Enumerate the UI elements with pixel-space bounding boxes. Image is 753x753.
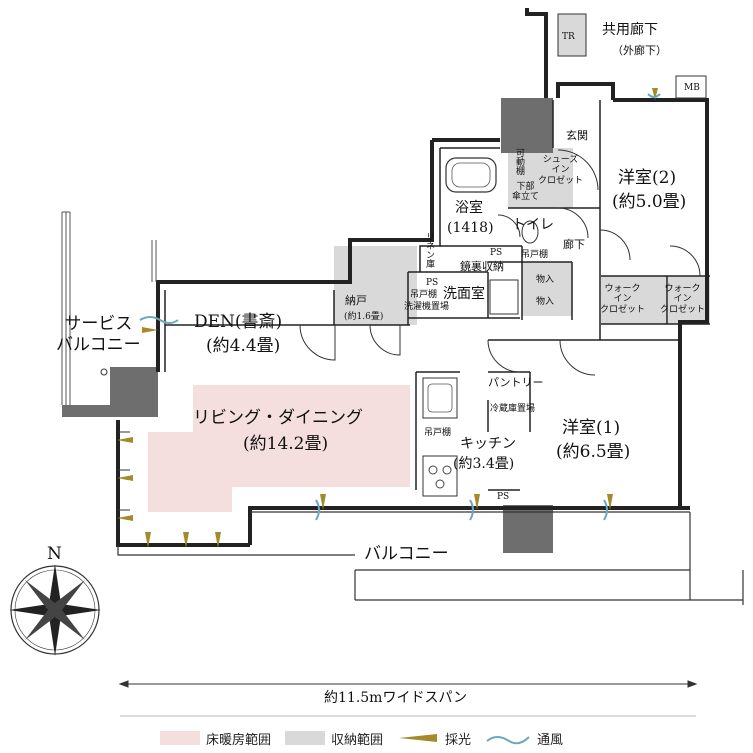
linen-label: リネン庫 <box>424 232 434 268</box>
entrance-label: 玄関 <box>566 129 588 142</box>
western1-label: 洋室(1) <box>562 418 621 438</box>
legend-daylight: 採光 <box>397 729 471 748</box>
ventilation-legend-text: 通風 <box>537 732 564 748</box>
walkin1-label: ウォーク イン クロゼット <box>600 284 646 315</box>
mb-label: MB <box>684 83 700 93</box>
western2-label: 洋室(2) <box>618 168 677 188</box>
den-label: DEN(書斎) <box>194 312 283 332</box>
kitchen-stove <box>422 455 458 497</box>
walkin2-label: ウォーク イン クロゼット <box>660 284 706 315</box>
tr-label: TR <box>562 32 575 42</box>
toilet-label: トイレ <box>512 217 554 233</box>
inner-corridor-label: 廊下 <box>563 238 585 251</box>
kitchen-label: キッチン <box>460 436 516 452</box>
bath-label: 浴室 <box>455 200 483 216</box>
service-balcony-label: サービス バルコニー <box>56 314 141 356</box>
service-balcony-railing <box>61 211 157 405</box>
compass-north-label: N <box>47 544 62 564</box>
shoe-closet-label: シューズ イン クロゼット <box>538 155 584 186</box>
main-balcony <box>117 511 744 605</box>
bath-size-label: (1418) <box>447 220 494 236</box>
storage-areas <box>334 14 710 325</box>
mirror-storage-label: 鏡裏収納 <box>460 260 504 273</box>
floor-heating-swatch <box>160 731 200 745</box>
corridor-label: 共用廊下 <box>602 22 658 38</box>
living-label: リビング・ダイニング <box>193 408 363 428</box>
inner-walls <box>164 100 710 491</box>
laundry-shelf-label: 吊戸棚 <box>410 290 438 300</box>
closet-label: 納戸 <box>345 294 367 307</box>
storage-swatch <box>285 731 326 745</box>
corridor-sub-label: （外廊下） <box>612 44 667 57</box>
ps-label: PS <box>426 278 439 288</box>
legend-floor-heating: 床暖房範囲 <box>160 729 271 748</box>
storage-b-label: 物入 <box>536 297 555 307</box>
storage-a-label: 物入 <box>536 275 555 285</box>
ps-small-label: PS <box>490 248 503 258</box>
daylight-icon <box>399 734 438 742</box>
floor-heating-area <box>148 385 410 512</box>
width-dimension <box>118 680 698 688</box>
ventilation-markers <box>139 93 661 521</box>
bathtub <box>445 157 497 193</box>
pillars <box>62 98 553 553</box>
floor-heating-legend-text: 床暖房範囲 <box>206 732 272 748</box>
kitchen-size-label: (約3.4畳) <box>453 456 515 472</box>
western1-size-label: (約6.5畳) <box>556 442 631 462</box>
compass-rose <box>9 564 101 656</box>
closet-size-label: (約1.6畳) <box>344 312 384 322</box>
ps2-label: PS <box>497 492 510 502</box>
storage-legend-text: 収納範囲 <box>331 732 384 748</box>
fridge-label: 冷蔵庫置場 <box>490 404 536 414</box>
western2-size-label: (約5.0畳) <box>612 192 687 212</box>
kitchen-sink <box>422 377 458 419</box>
umbrella-label: 下部 傘立て <box>512 182 540 203</box>
door-swings <box>299 149 701 376</box>
daylight-legend-text: 採光 <box>445 732 472 748</box>
legend-ventilation: 通風 <box>485 729 563 748</box>
width-caption: 約11.5mワイドスパン <box>324 690 468 706</box>
movable-shelf-label: 可動棚 <box>514 148 524 175</box>
legend: 床暖房範囲 収納範囲 採光 通風 <box>160 729 577 748</box>
laundry-label: 洗濯機置場 <box>404 302 450 312</box>
pantry-label: パントリー <box>488 376 544 389</box>
balcony-label: バルコニー <box>364 544 449 564</box>
kitchen-shelf-label: 吊戸棚 <box>424 428 452 438</box>
toilet-bowl <box>521 220 539 244</box>
hanging-shelf-label: 吊戸棚 <box>521 250 549 260</box>
living-windows <box>118 431 130 511</box>
living-size-label: (約14.2畳) <box>243 434 329 454</box>
washroom-label: 洗面室 <box>443 286 485 302</box>
den-size-label: (約4.4畳) <box>206 336 281 356</box>
wash-basin <box>489 279 519 315</box>
legend-storage: 収納範囲 <box>285 729 383 748</box>
daylight-markers <box>117 88 658 548</box>
ventilation-icon <box>486 736 530 745</box>
